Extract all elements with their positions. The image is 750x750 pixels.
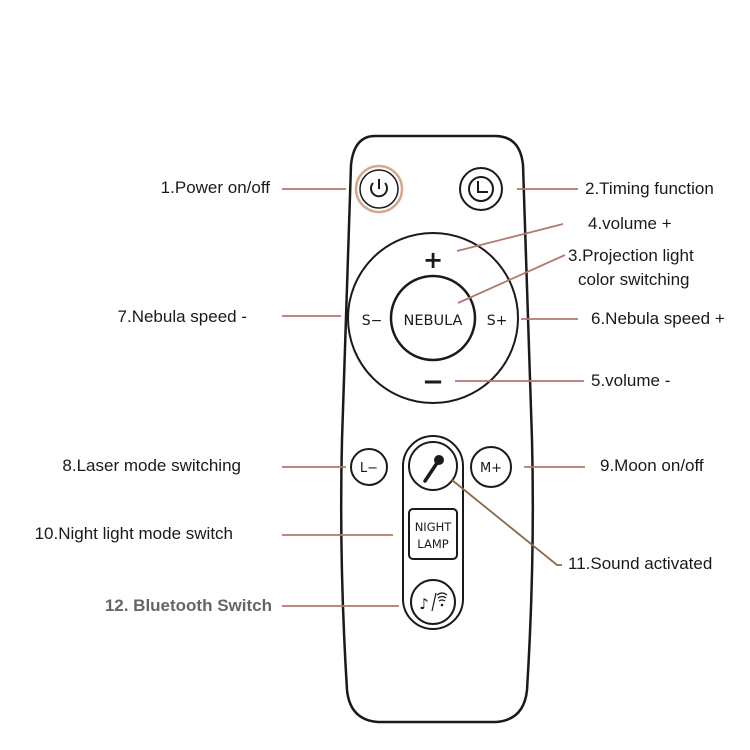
- night-lamp-label-line2: LAMP: [417, 537, 448, 551]
- nebula-button[interactable]: [389, 274, 477, 362]
- leader-sound: [451, 479, 562, 566]
- moon-button-label: M+: [480, 461, 502, 476]
- label-power: 1.Power on/off: [160, 178, 270, 197]
- label-sound: 11.Sound activated: [568, 554, 713, 573]
- label-volume-down: 5.volume -: [591, 371, 671, 390]
- volume-down-button[interactable]: −: [422, 367, 444, 397]
- label-projection-line1: 3.Projection light: [568, 246, 694, 265]
- nebula-speed-down-button[interactable]: S−: [362, 313, 383, 329]
- remote-body: [339, 134, 535, 724]
- laser-mode-button[interactable]: L−: [350, 448, 388, 486]
- label-night-light: 10.Night light mode switch: [34, 524, 233, 543]
- power-button[interactable]: [354, 164, 404, 214]
- power-icon: [370, 179, 388, 198]
- laser-mode-label: L−: [360, 461, 378, 476]
- microphone-icon: [423, 455, 444, 483]
- label-laser-mode: 8.Laser mode switching: [62, 456, 241, 475]
- nebula-speed-up-button[interactable]: S+: [487, 313, 508, 329]
- label-timing: 2.Timing function: [585, 179, 714, 198]
- svg-text:♪: ♪: [419, 595, 429, 613]
- leader-projection: [457, 254, 566, 304]
- moon-button[interactable]: M+: [470, 446, 512, 488]
- sound-activated-button[interactable]: [408, 441, 458, 491]
- label-moon: 9.Moon on/off: [600, 456, 704, 475]
- label-volume-up: 4.volume +: [588, 214, 672, 233]
- night-lamp-button[interactable]: NIGHT LAMP: [408, 508, 458, 560]
- nebula-button-label: NEBULA: [404, 313, 463, 329]
- night-lamp-label-line1: NIGHT: [415, 520, 453, 534]
- label-projection-line2: color switching: [578, 270, 690, 289]
- leader-lines: [282, 188, 585, 607]
- label-nebula-speed-down: 7.Nebula speed -: [117, 307, 247, 326]
- music-bluetooth-icon: ♪: [419, 592, 448, 613]
- label-bluetooth: 12. Bluetooth Switch: [104, 596, 272, 615]
- volume-up-button[interactable]: +: [423, 246, 443, 274]
- bluetooth-button[interactable]: ♪: [410, 579, 456, 625]
- leader-volume-up: [456, 223, 564, 252]
- clock-icon: [468, 176, 494, 202]
- timer-button[interactable]: [459, 167, 503, 211]
- label-nebula-speed-up: 6.Nebula speed +: [591, 309, 725, 328]
